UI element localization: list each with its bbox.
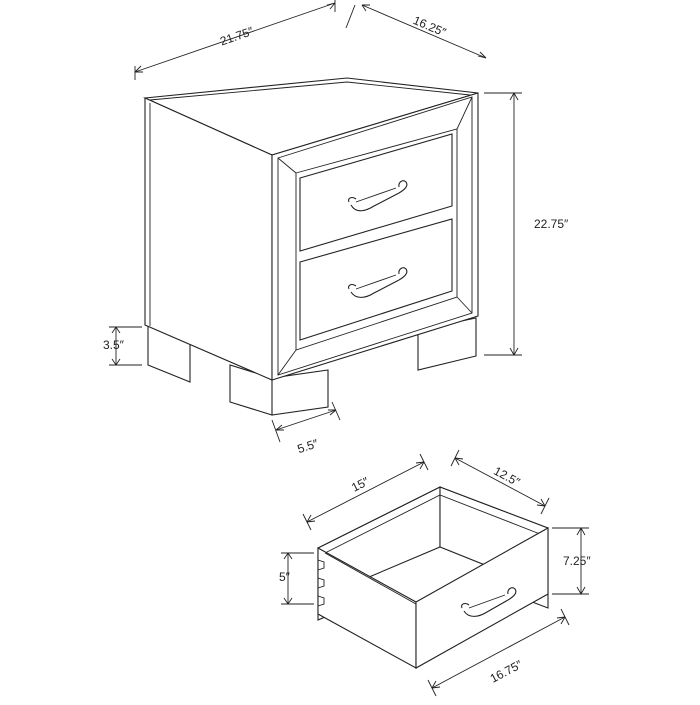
label-drawer-inner-height: 5″ bbox=[279, 570, 291, 584]
drawer-handle-bottom bbox=[348, 267, 408, 298]
label-leg-width: 5.5″ bbox=[296, 436, 321, 456]
nightstand-drawing bbox=[142, 77, 479, 416]
label-drawer-inner-width: 15″ bbox=[349, 474, 372, 495]
open-drawer-drawing bbox=[317, 486, 549, 669]
label-drawer-front-width: 16.75″ bbox=[488, 657, 526, 686]
label-drawer-front-height: 7.25″ bbox=[563, 554, 591, 568]
nightstand-dimension-lines bbox=[109, 0, 522, 443]
drawer-dovetails bbox=[317, 559, 325, 607]
drawer-top bbox=[299, 133, 453, 252]
label-leg-height: 3.5″ bbox=[103, 338, 125, 352]
drawer-handle-open bbox=[461, 587, 517, 617]
drawer-handle-top bbox=[348, 180, 408, 212]
drawer-bottom bbox=[299, 218, 453, 341]
drawer-dimension-lines bbox=[281, 449, 589, 697]
label-nightstand-width: 21.75″ bbox=[218, 24, 256, 49]
label-nightstand-height: 22.75″ bbox=[534, 217, 569, 231]
label-nightstand-depth: 16.25″ bbox=[411, 13, 449, 40]
